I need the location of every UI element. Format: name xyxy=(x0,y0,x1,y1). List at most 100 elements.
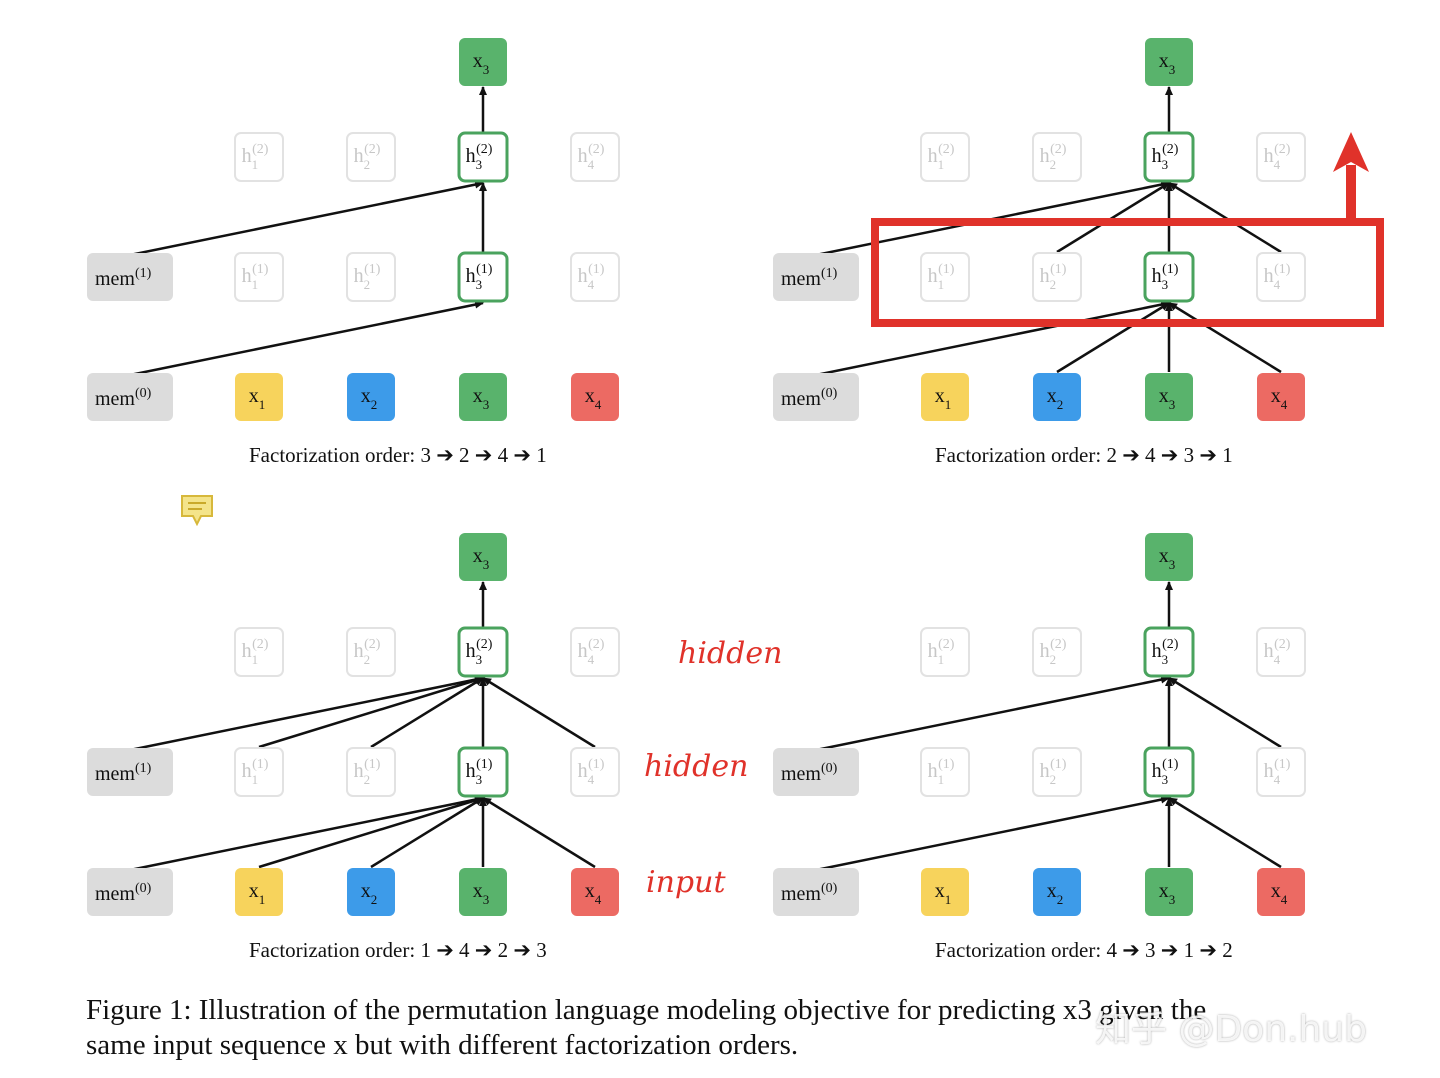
output-x3-node: x3 xyxy=(459,533,507,581)
svg-text:x4: x4 xyxy=(1271,385,1288,412)
mem-bottom-node: mem(0) xyxy=(87,373,173,421)
edge xyxy=(129,300,484,377)
faint-h2-node-4: h4(2) xyxy=(1256,627,1306,677)
edge xyxy=(482,676,596,749)
svg-text:h1(1): h1(1) xyxy=(242,262,269,292)
faint-h1-node-1: h1(1) xyxy=(234,252,284,302)
faint-h1-node-4: h4(1) xyxy=(570,252,620,302)
input-x2-node: x2 xyxy=(347,373,395,421)
svg-text:h4(1): h4(1) xyxy=(1264,262,1291,292)
faint-h2-node-2: h2(2) xyxy=(1032,627,1082,677)
svg-text:h3(2): h3(2) xyxy=(1152,637,1179,667)
annotation-hidden-top: hidden xyxy=(678,636,782,671)
svg-text:h1(1): h1(1) xyxy=(928,262,955,292)
svg-text:h2(1): h2(1) xyxy=(1040,757,1067,787)
factorization-order-label: Factorization order: 1 ➔ 4 ➔ 2 ➔ 3 xyxy=(249,938,547,962)
svg-text:h3(2): h3(2) xyxy=(1152,142,1179,172)
svg-text:h2(1): h2(1) xyxy=(354,757,381,787)
active-h2-node-3: h3(2) xyxy=(457,131,509,183)
svg-text:x3: x3 xyxy=(1159,50,1176,77)
svg-text:h2(2): h2(2) xyxy=(354,142,381,172)
edge xyxy=(482,796,596,869)
edge xyxy=(1168,301,1282,374)
faint-h2-node-1: h1(2) xyxy=(920,132,970,182)
input-x4-node: x4 xyxy=(1257,868,1305,916)
panel-bottom-right: x3h1(2)h2(2)h3(2)h4(2)h1(1)h2(1)h3(1)h4(… xyxy=(773,533,1306,962)
annotation-input: input xyxy=(646,865,726,900)
svg-text:h1(2): h1(2) xyxy=(928,142,955,172)
faint-h2-node-1: h1(2) xyxy=(234,627,284,677)
factorization-order-label: Factorization order: 4 ➔ 3 ➔ 1 ➔ 2 xyxy=(935,938,1233,962)
mem-top-node: mem(1) xyxy=(87,253,173,301)
svg-text:h4(1): h4(1) xyxy=(578,262,605,292)
svg-text:h3(1): h3(1) xyxy=(1152,757,1179,787)
edge xyxy=(1168,181,1282,254)
input-x3-node: x3 xyxy=(459,373,507,421)
output-x3-node: x3 xyxy=(459,38,507,86)
svg-text:x3: x3 xyxy=(473,50,490,77)
svg-text:x3: x3 xyxy=(473,385,490,412)
edge xyxy=(129,180,484,257)
edge xyxy=(815,300,1170,377)
mem-top-node: mem(0) xyxy=(773,748,859,796)
svg-text:h2(2): h2(2) xyxy=(354,637,381,667)
faint-h1-node-4: h4(1) xyxy=(1256,252,1306,302)
output-x3-node: x3 xyxy=(1145,533,1193,581)
edge xyxy=(129,795,484,872)
svg-text:mem(0): mem(0) xyxy=(95,386,152,410)
edge xyxy=(370,796,484,869)
svg-text:x2: x2 xyxy=(361,880,378,907)
input-x2-node: x2 xyxy=(1033,868,1081,916)
svg-text:h3(1): h3(1) xyxy=(466,262,493,292)
highlight-box xyxy=(871,132,1384,327)
faint-h1-node-4: h4(1) xyxy=(1256,747,1306,797)
mem-bottom-node: mem(0) xyxy=(87,868,173,916)
output-x3-node: x3 xyxy=(1145,38,1193,86)
svg-text:mem(1): mem(1) xyxy=(95,266,152,290)
svg-text:x3: x3 xyxy=(1159,880,1176,907)
svg-text:h4(2): h4(2) xyxy=(1264,142,1291,172)
svg-text:h4(1): h4(1) xyxy=(578,757,605,787)
svg-text:h1(2): h1(2) xyxy=(242,142,269,172)
svg-text:h4(2): h4(2) xyxy=(578,142,605,172)
svg-text:x2: x2 xyxy=(361,385,378,412)
input-x2-node: x2 xyxy=(347,868,395,916)
svg-text:x1: x1 xyxy=(249,880,266,907)
input-x2-node: x2 xyxy=(1033,373,1081,421)
svg-text:mem(0): mem(0) xyxy=(781,881,838,905)
edges xyxy=(815,581,1282,872)
faint-h1-node-2: h2(1) xyxy=(1032,747,1082,797)
edge xyxy=(1056,181,1170,254)
svg-text:x3: x3 xyxy=(473,880,490,907)
faint-h2-node-2: h2(2) xyxy=(346,132,396,182)
svg-text:x3: x3 xyxy=(473,545,490,572)
svg-text:h1(1): h1(1) xyxy=(242,757,269,787)
input-x4-node: x4 xyxy=(571,373,619,421)
svg-text:x3: x3 xyxy=(1159,545,1176,572)
svg-text:x1: x1 xyxy=(249,385,266,412)
svg-text:h3(2): h3(2) xyxy=(466,142,493,172)
svg-text:x4: x4 xyxy=(585,385,602,412)
mem-top-node: mem(1) xyxy=(87,748,173,796)
edges xyxy=(129,581,596,872)
factorization-order-label: Factorization order: 2 ➔ 4 ➔ 3 ➔ 1 xyxy=(935,443,1233,467)
svg-text:x3: x3 xyxy=(1159,385,1176,412)
svg-text:mem(0): mem(0) xyxy=(95,881,152,905)
note-icon[interactable] xyxy=(180,494,214,526)
input-x1-node: x1 xyxy=(235,868,283,916)
active-h2-node-3: h3(2) xyxy=(1143,626,1195,678)
edge xyxy=(815,795,1170,872)
input-x1-node: x1 xyxy=(235,373,283,421)
input-x3-node: x3 xyxy=(1145,868,1193,916)
active-h1-node-3: h3(1) xyxy=(1143,746,1195,798)
mem-bottom-node: mem(0) xyxy=(773,373,859,421)
input-x4-node: x4 xyxy=(571,868,619,916)
svg-text:x1: x1 xyxy=(935,385,952,412)
active-h1-node-3: h3(1) xyxy=(457,251,509,303)
svg-text:h3(2): h3(2) xyxy=(466,637,493,667)
active-h2-node-3: h3(2) xyxy=(1143,131,1195,183)
svg-text:h2(2): h2(2) xyxy=(1040,637,1067,667)
svg-text:mem(0): mem(0) xyxy=(781,761,838,785)
panel-bottom-left: x3h1(2)h2(2)h3(2)h4(2)h1(1)h2(1)h3(1)h4(… xyxy=(87,533,620,962)
